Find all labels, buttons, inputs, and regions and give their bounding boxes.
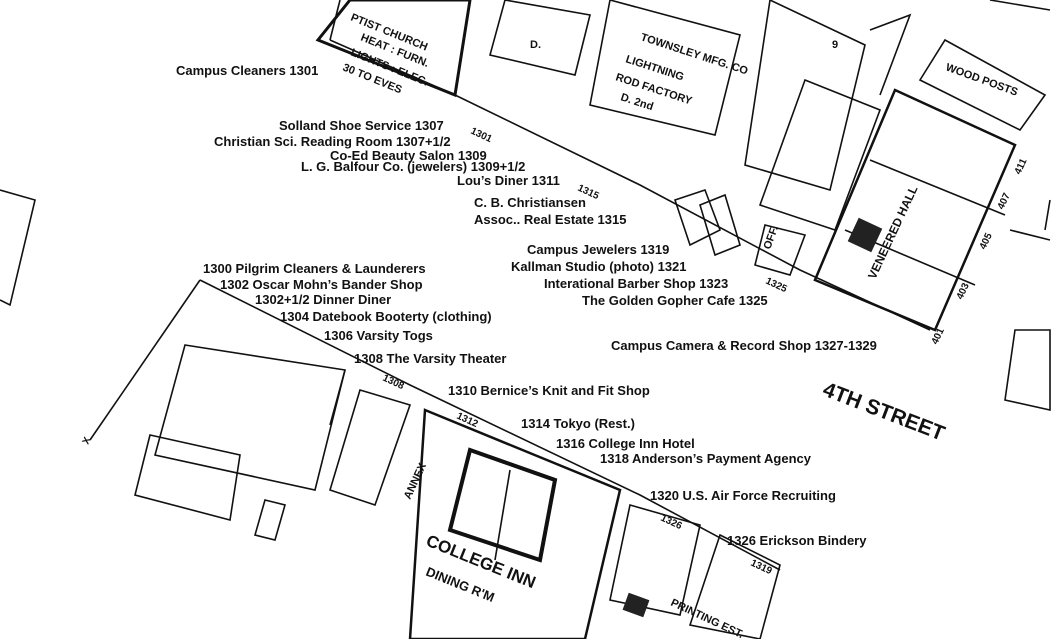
stair-hatch-2 <box>622 592 650 618</box>
building-1322 <box>609 503 701 616</box>
townsley-factory <box>589 0 741 136</box>
storefront-1319 <box>673 188 722 247</box>
label-air-force: 1320 U.S. Air Force Recruiting <box>650 488 836 503</box>
label-college-inn-hotel: 1316 College Inn Hotel <box>556 436 695 451</box>
label-co-ed-beauty: Co-Ed Beauty Salon 1309 <box>330 148 487 163</box>
num-320: X <box>81 435 94 446</box>
d-text: D. <box>530 39 541 51</box>
left-edge-building <box>0 189 36 307</box>
veneered-hall-inner <box>869 159 1006 216</box>
lot-divider <box>989 0 1051 11</box>
college-inn-inner <box>494 469 511 561</box>
right-block <box>1009 199 1051 241</box>
block-south-west <box>89 279 201 441</box>
block-south-frontage <box>199 279 781 571</box>
line-diag-1 <box>869 13 912 96</box>
college-inn-courtyard <box>447 447 558 563</box>
right-block-2 <box>1004 329 1051 411</box>
label-lous-diner: Lou’s Diner 1311 <box>457 173 560 188</box>
label-anderson: 1318 Anderson’s Payment Agency <box>600 451 811 466</box>
storefront-1321 <box>699 193 741 257</box>
nine-text: 9 <box>832 39 838 51</box>
label-golden-gopher: The Golden Gopher Cafe 1325 <box>582 293 768 308</box>
label-varsity-theater: 1308 The Varsity Theater <box>354 351 507 366</box>
label-pilgrim: 1300 Pilgrim Cleaners & Launderers <box>203 261 426 276</box>
label-campus-jewelers: Campus Jewelers 1319 <box>527 242 670 257</box>
label-balfour: L. G. Balfour Co. (jewelers) 1309+1/2 <box>301 159 526 174</box>
church-building <box>315 0 472 98</box>
label-campus-cleaners: Campus Cleaners 1301 <box>176 63 319 78</box>
building-e <box>134 434 241 521</box>
label-erickson: 1326 Erickson Bindery <box>727 533 867 548</box>
building-d <box>489 0 591 76</box>
label-tokyo: 1314 Tokyo (Rest.) <box>521 416 635 431</box>
label-varsity-togs: 1306 Varsity Togs <box>324 328 433 343</box>
wood-posts <box>918 38 1047 132</box>
label-christian-sci: Christian Sci. Reading Room 1307+1/2 <box>214 134 451 149</box>
label-assoc-real-estate: Assoc.. Real Estate 1315 <box>474 212 627 227</box>
building-e-small <box>254 499 286 541</box>
building-lot-1-2-split <box>329 369 346 426</box>
theater-building <box>329 389 412 507</box>
label-bernice: 1310 Bernice’s Knit and Fit Shop <box>448 383 650 398</box>
building-lot-1-2 <box>154 344 346 491</box>
label-solland-shoe: Solland Shoe Service 1307 <box>279 118 444 133</box>
building-9 <box>744 0 866 192</box>
label-campus-camera: Campus Camera & Record Shop 1327-1329 <box>611 338 877 353</box>
building-1326 <box>688 533 781 639</box>
label-kallman: Kallman Studio (photo) 1321 <box>511 259 687 274</box>
label-christiansen: C. B. Christiansen <box>474 195 586 210</box>
office-building <box>754 224 807 276</box>
college-inn <box>408 408 622 639</box>
label-datebook: 1304 Datebook Booterty (clothing) <box>280 309 492 324</box>
label-dinner-diner: 1302+1/2 Dinner Diner <box>255 292 392 307</box>
veneered-hall <box>813 88 1017 332</box>
stair-hatch-1 <box>847 217 883 253</box>
label-oscar-mohn: 1302 Oscar Mohn’s Bander Shop <box>220 277 423 292</box>
label-barber: Interational Barber Shop 1323 <box>544 276 729 291</box>
